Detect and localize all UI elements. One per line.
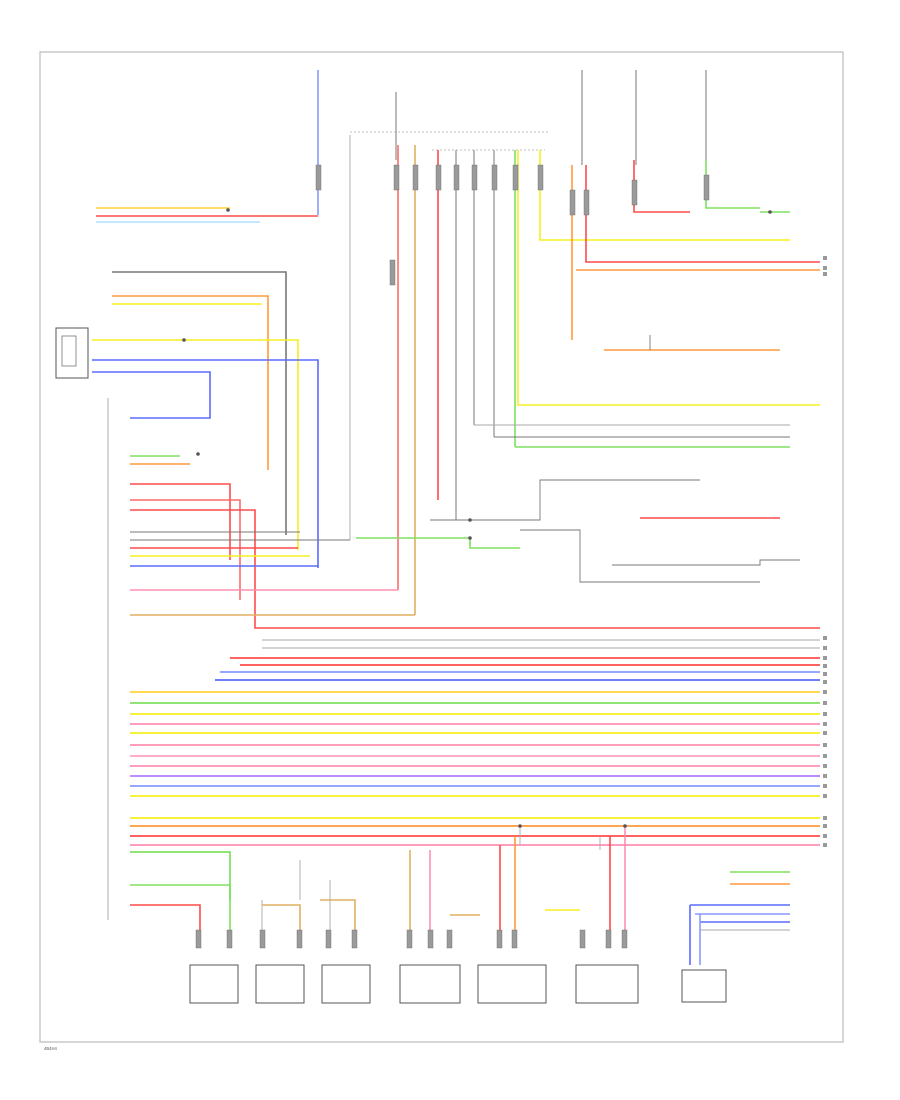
motor-box-2 (477, 964, 547, 1004)
lower-components (189, 964, 727, 1004)
switch-block (55, 327, 89, 379)
motor-box-1 (399, 964, 461, 1004)
left-components (55, 327, 109, 920)
wires-connector-left (130, 455, 820, 629)
top-power-sources (317, 70, 707, 215)
connector-stubs (195, 164, 710, 949)
sensor-box-3 (321, 964, 371, 1004)
wires-upper (92, 135, 820, 615)
footer-code: 4B4H4 (44, 1046, 57, 1051)
main-bus (130, 639, 820, 900)
motor-box-3 (575, 964, 639, 1004)
wires-lower (130, 826, 790, 965)
splice-points (182, 208, 772, 828)
diagram-frame (39, 51, 844, 1043)
sensor-box-1 (189, 964, 239, 1004)
right-pin-markers (823, 256, 827, 847)
compressor-box (681, 969, 727, 1003)
sensor-box-2 (255, 964, 305, 1004)
